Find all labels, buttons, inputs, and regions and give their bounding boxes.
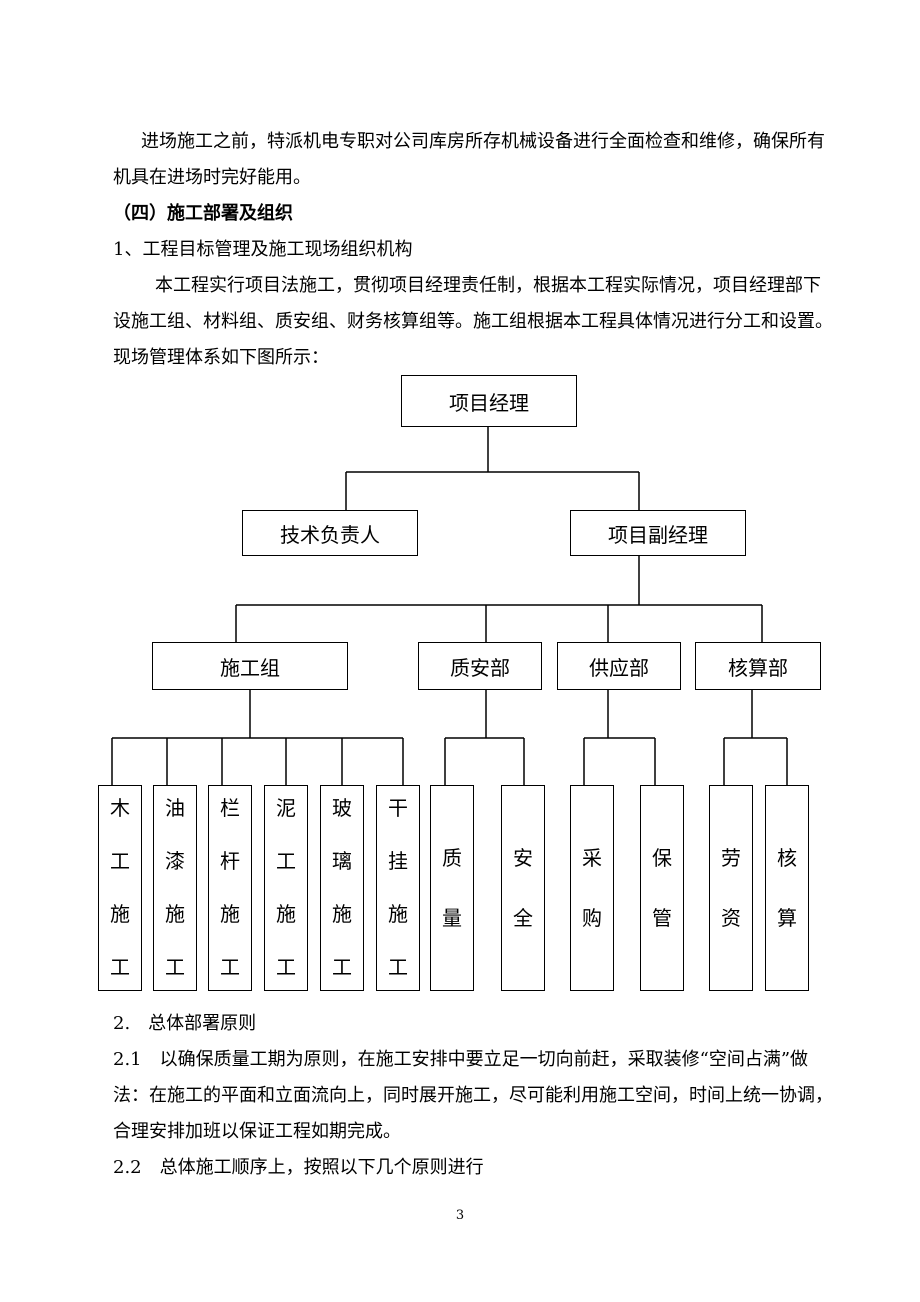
paragraph-line-3: 本工程实行项目法施工，贯彻项目经理责任制，根据本工程实际情况，项目经理部下 — [155, 275, 821, 296]
org-leaf-label: 栏杆施工 — [220, 796, 240, 979]
org-node-supply-dept: 供应部 — [557, 642, 681, 690]
section2-line-1: 2.1 以确保质量工期为原则，在施工安排中要立足一切向前赶，采取装修“空间占满”… — [113, 1049, 809, 1070]
paragraph-line-4: 设施工组、材料组、质安组、财务核算组等。施工组根据本工程具体情况进行分工和设置。 — [113, 311, 833, 332]
org-node-accounting-dept: 核算部 — [695, 642, 821, 690]
org-leaf-railing: 栏杆施工 — [208, 785, 252, 991]
org-leaf-labor-wages: 劳资 — [709, 785, 753, 991]
paragraph-line-1: 进场施工之前，特派机电专职对公司库房所存机械设备进行全面检查和维修，确保所有 — [141, 131, 825, 152]
org-node-technical-lead: 技术负责人 — [242, 510, 418, 556]
org-leaf-label: 核算 — [777, 846, 797, 930]
org-leaf-safety: 安全 — [501, 785, 545, 991]
section2-heading: 2. 总体部署原则 — [113, 1013, 257, 1034]
org-leaf-label: 采购 — [582, 846, 602, 930]
page-number: 3 — [455, 1208, 465, 1223]
org-node-project-manager: 项目经理 — [401, 375, 577, 427]
org-node-deputy-manager: 项目副经理 — [570, 510, 746, 556]
org-leaf-procurement: 采购 — [570, 785, 614, 991]
section2-line-4: 2.2 总体施工顺序上，按照以下几个原则进行 — [113, 1157, 484, 1178]
org-node-construction-group: 施工组 — [152, 642, 348, 690]
org-leaf-label: 安全 — [513, 846, 533, 930]
org-leaf-label: 质量 — [442, 846, 462, 930]
org-leaf-label: 劳资 — [721, 846, 741, 930]
org-leaf-storage: 保管 — [640, 785, 684, 991]
org-leaf-dry-hanging: 干挂施工 — [376, 785, 420, 991]
org-leaf-label: 泥工施工 — [276, 796, 296, 979]
paragraph-line-5: 现场管理体系如下图所示： — [113, 347, 329, 368]
org-leaf-label: 干挂施工 — [388, 796, 408, 979]
org-leaf-accounting: 核算 — [765, 785, 809, 991]
paragraph-line-2: 机具在进场时完好能用。 — [113, 167, 311, 188]
org-node-quality-safety-dept: 质安部 — [418, 642, 542, 690]
section2-line-3: 合理安排加班以保证工程如期完成。 — [113, 1121, 401, 1142]
org-leaf-label: 保管 — [652, 846, 672, 930]
section2-line-2: 法：在施工的平面和立面流向上，同时展开施工，尽可能利用施工空间，时间上统一协调， — [113, 1085, 833, 1106]
org-leaf-label: 木工施工 — [110, 796, 130, 979]
org-leaf-quality: 质量 — [430, 785, 474, 991]
org-leaf-label: 油漆施工 — [165, 796, 185, 979]
org-leaf-glass: 玻璃施工 — [320, 785, 364, 991]
section-heading: （四）施工部署及组织 — [113, 203, 293, 224]
org-leaf-masonry: 泥工施工 — [264, 785, 308, 991]
org-leaf-painting: 油漆施工 — [153, 785, 197, 991]
subsection-heading: 1、工程目标管理及施工现场组织机构 — [113, 239, 413, 260]
org-leaf-carpentry: 木工施工 — [98, 785, 142, 991]
org-leaf-label: 玻璃施工 — [332, 796, 352, 979]
